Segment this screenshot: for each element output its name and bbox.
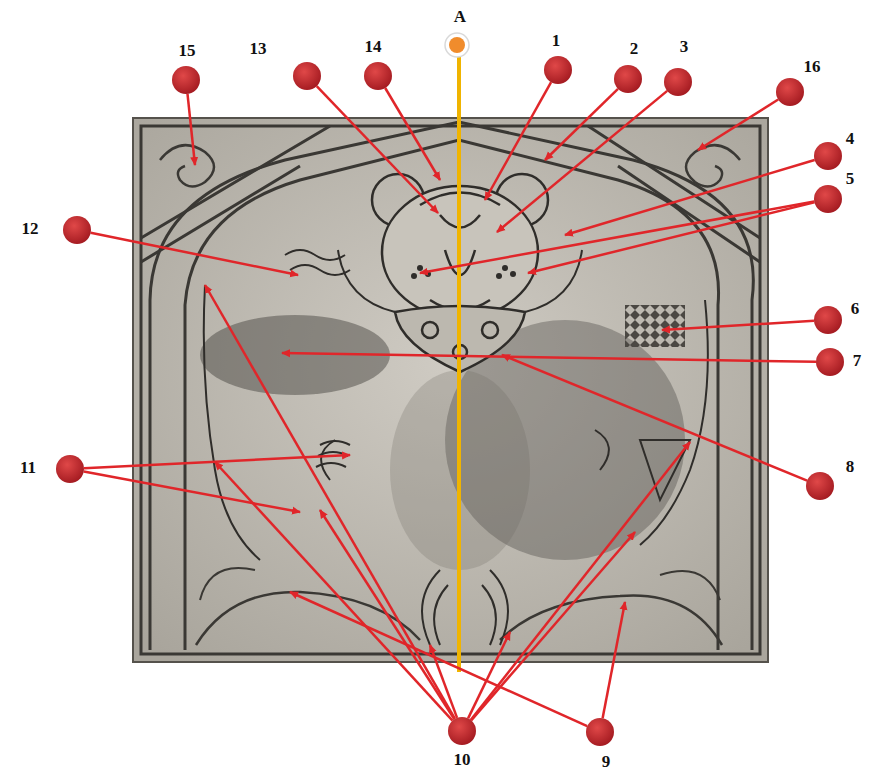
leader-group (56, 56, 844, 746)
lion-eyes-part (502, 265, 508, 271)
callout-number: 16 (804, 58, 821, 75)
callout-number: 15 (179, 42, 196, 59)
callout-number: 2 (630, 40, 639, 57)
lion-head-part (422, 322, 438, 338)
callout-number: 6 (851, 300, 860, 317)
axis-line-part (445, 33, 469, 57)
leader-arrow (84, 472, 300, 512)
body-carving-part (422, 570, 508, 645)
leader-arrow (282, 353, 816, 362)
callout-dot (806, 472, 834, 500)
callout-dot (664, 68, 692, 96)
leader-arrow (528, 202, 814, 273)
relief-frame-part (160, 145, 214, 186)
relief-stone-part (133, 118, 768, 662)
lion-eyes-part (496, 273, 502, 279)
body-carving-part (640, 440, 690, 500)
leader-arrow (485, 82, 551, 200)
callout-dot (814, 185, 842, 213)
callout-number: 4 (846, 130, 855, 147)
callout-number: 14 (365, 38, 382, 55)
leader-arrow (205, 285, 455, 719)
relief-frame (141, 122, 760, 654)
leader-arrow (420, 202, 814, 274)
callout-number: 12 (22, 220, 39, 237)
callout-dot (776, 78, 804, 106)
relief-frame-part (185, 140, 719, 650)
callout-dot (814, 306, 842, 334)
callout-number: 1 (552, 32, 561, 49)
leader-arrow (471, 442, 690, 720)
relief-frame-part (686, 145, 740, 186)
leader-arrow (545, 89, 618, 160)
callout-dot (364, 62, 392, 90)
body-carving-part (321, 430, 609, 480)
callout-dot (293, 62, 321, 90)
lion-eyes-part (411, 273, 417, 279)
leader-arrow (662, 321, 814, 330)
callout-dot (814, 142, 842, 170)
leader-arrow (385, 88, 440, 180)
callout-dot (56, 455, 84, 483)
callout-number: 11 (20, 459, 36, 476)
body-carving-part (285, 250, 350, 275)
leader-arrow (502, 355, 807, 481)
callout-dot (586, 718, 614, 746)
axis-label: A (454, 8, 466, 25)
callout-dot (614, 65, 642, 93)
callout-number: 5 (846, 170, 855, 187)
relief-stone (133, 118, 768, 662)
axis-line (445, 33, 469, 672)
callout-number: 9 (602, 753, 611, 770)
callout-number: 7 (853, 352, 862, 369)
callout-number: 13 (250, 40, 267, 57)
leader-arrow (471, 532, 635, 720)
callout-number: 3 (680, 38, 689, 55)
leader-arrow (188, 94, 196, 165)
lattice-pattern (625, 305, 685, 347)
callout-dot (816, 348, 844, 376)
callout-dot (63, 216, 91, 244)
leader-arrow (317, 86, 438, 213)
body-carving-part (204, 285, 260, 560)
callout-dot (448, 717, 476, 745)
callout-number: 10 (454, 751, 471, 768)
lion-eyes-part (510, 271, 516, 277)
leader-arrow (603, 602, 625, 718)
axis-line-part (449, 37, 465, 53)
leader-arrow (698, 100, 778, 151)
lion-head-part (482, 322, 498, 338)
callout-number: 8 (846, 458, 855, 475)
body-carving (204, 250, 708, 645)
callout-dot (172, 66, 200, 94)
axis-line-part (457, 45, 461, 672)
leader-arrow (215, 462, 453, 721)
leader-arrow (91, 233, 298, 275)
lion-eyes-part (417, 265, 423, 271)
leader-arrow (290, 592, 587, 726)
callout-dot (544, 56, 572, 84)
